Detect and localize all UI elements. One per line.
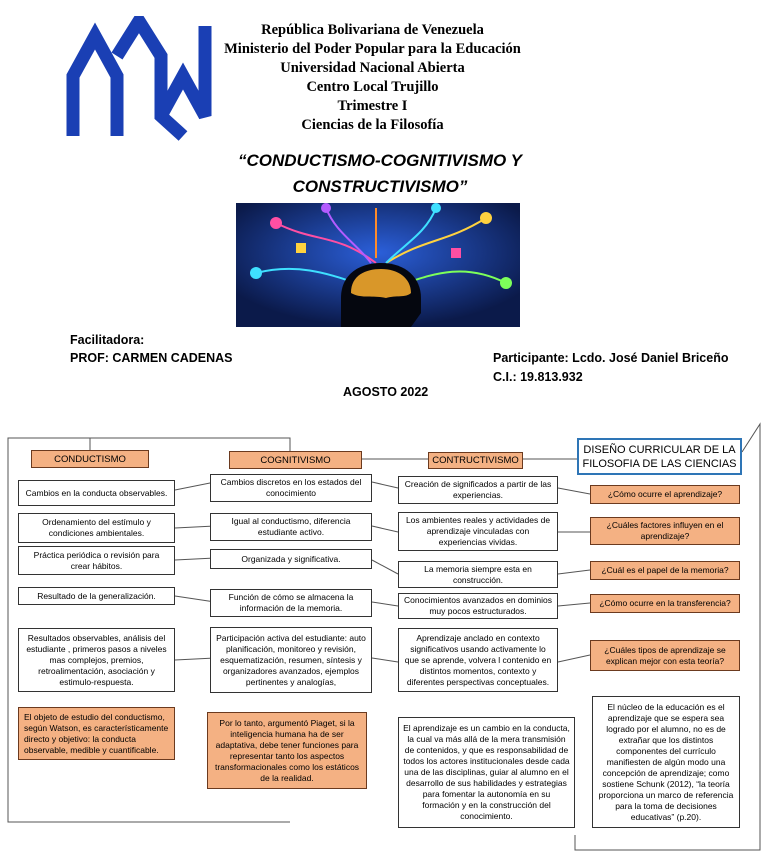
cognitivismo-item-4: Función de cómo se almacena la informaci… <box>210 589 372 617</box>
conductismo-item-2: Ordenamiento del estímulo y condiciones … <box>18 513 175 543</box>
constructivismo-item-1: Creación de significados a partir de las… <box>398 476 558 504</box>
header-diseno-curricular: DISEÑO CURRICULAR DE LA FILOSOFIA DE LAS… <box>577 438 742 475</box>
cognitivismo-item-2: Igual al conductismo, diferencia estudia… <box>210 513 372 541</box>
diseno-conclusion: El núcleo de la educación es el aprendiz… <box>592 696 740 828</box>
question-4: ¿Cómo ocurre en la transferencia? <box>590 594 740 613</box>
header-conductismo: CONDUCTISMO <box>31 450 149 468</box>
constructivismo-conclusion: El aprendizaje es un cambio en la conduc… <box>398 717 575 828</box>
cognitivismo-item-1: Cambios discretos en los estados del con… <box>210 474 372 502</box>
constructivismo-item-3: La memoria siempre esta en construcción. <box>398 561 558 588</box>
cognitivismo-conclusion: Por lo tanto, argumentó Piaget, si la in… <box>207 712 367 789</box>
constructivismo-item-5: Aprendizaje anclado en contexto signific… <box>398 628 558 692</box>
question-2: ¿Cuáles factores influyen en el aprendiz… <box>590 517 740 545</box>
header-constructivismo: CONTRUCTIVISMO <box>428 452 523 469</box>
constructivismo-item-4: Conocimientos avanzados en dominios muy … <box>398 593 558 619</box>
cognitivismo-item-3: Organizada y significativa. <box>210 549 372 569</box>
header-cognitivismo: COGNITIVISMO <box>229 451 362 469</box>
conductismo-item-5: Resultados observables, análisis del est… <box>18 628 175 692</box>
conductismo-item-1: Cambios en la conducta observables. <box>18 480 175 506</box>
question-5: ¿Cuáles tipos de aprendizaje se explican… <box>590 640 740 671</box>
conductismo-conclusion: El objeto de estudio del conductismo, se… <box>18 707 175 760</box>
question-1: ¿Cómo ocurre el aprendizaje? <box>590 485 740 504</box>
conductismo-item-4: Resultado de la generalización. <box>18 587 175 605</box>
conductismo-item-3: Práctica periódica o revisión para crear… <box>18 546 175 575</box>
constructivismo-item-2: Los ambientes reales y actividades de ap… <box>398 512 558 551</box>
cognitivismo-item-5: Participación activa del estudiante: aut… <box>210 627 372 693</box>
question-3: ¿Cuál es el papel de la memoria? <box>590 561 740 580</box>
